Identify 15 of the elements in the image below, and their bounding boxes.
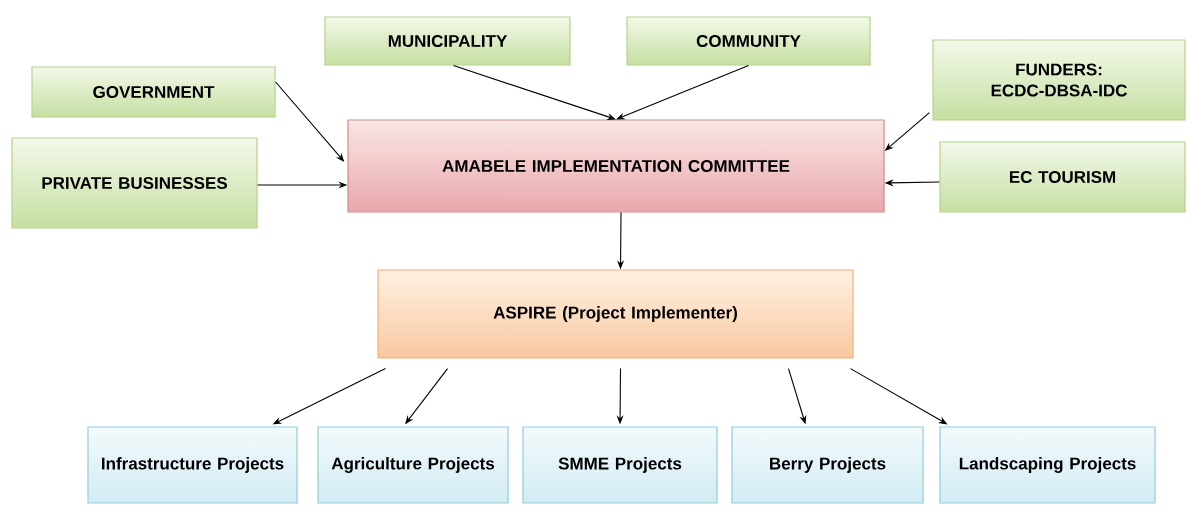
arrow [452, 65, 616, 120]
stakeholder-box: EC TOURISM [939, 141, 1186, 213]
project-box: Agriculture Projects [317, 426, 509, 504]
project-box: Infrastructure Projects [87, 426, 298, 504]
stakeholder-box: FUNDERS: ECDC-DBSA-IDC [932, 39, 1186, 121]
stakeholder-box: PRIVATE BUSINESSES [11, 137, 258, 229]
implementer-box: ASPIRE (Project Implementer) [377, 269, 854, 359]
committee-box: AMABELE IMPLEMENTATION COMMITTEE [347, 119, 885, 213]
stakeholder-box: GOVERNMENT [31, 66, 276, 118]
stakeholder-box: MUNICIPALITY [324, 16, 571, 66]
project-box: SMME Projects [522, 426, 718, 504]
project-box: Landscaping Projects [939, 426, 1156, 504]
stakeholder-box: COMMUNITY [626, 16, 871, 66]
project-box: Berry Projects [731, 426, 924, 504]
arrow [616, 65, 750, 120]
